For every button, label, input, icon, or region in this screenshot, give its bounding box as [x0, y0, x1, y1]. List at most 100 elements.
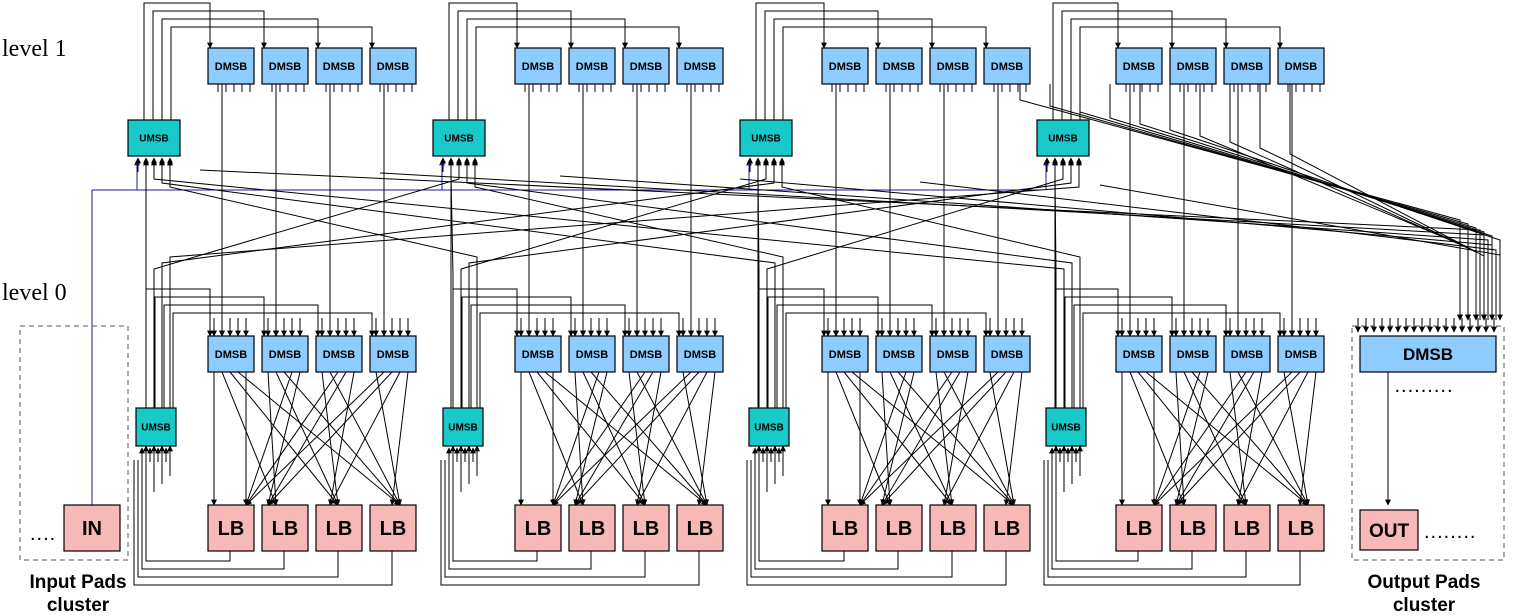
- output-pad-out-label: OUT: [1369, 521, 1410, 542]
- umsb-to-dmsb-l0: [154, 296, 267, 408]
- dmsb-level0: DMSB: [875, 335, 923, 373]
- dmsb-level1-label: DMSB: [215, 61, 247, 73]
- logic-block: LB: [1223, 504, 1271, 552]
- logic-block-rect: [821, 504, 869, 552]
- dmsb-level0-rect: [261, 335, 309, 373]
- logic-block: LB: [929, 504, 977, 552]
- umsb-to-dmsb-l1: [1061, 10, 1175, 120]
- umsb-to-dmsb-l0: [452, 288, 520, 408]
- lb-feedback: [1051, 460, 1193, 570]
- umsb-level0-rect: [442, 407, 484, 447]
- dmsb-level0: DMSB: [1115, 335, 1163, 373]
- dmsb-level1-rect: [1169, 47, 1217, 85]
- output-dmsb-more: .........: [1394, 375, 1453, 397]
- dmsb-to-lb: [851, 371, 1015, 506]
- lb-feedback: [133, 460, 393, 586]
- to-output-wire: [1049, 84, 1471, 321]
- dmsb-level1: DMSB: [568, 47, 616, 85]
- logic-block: LB: [875, 504, 923, 552]
- dmsb-level0-label: DMSB: [1285, 349, 1317, 361]
- umsb-up-cross: [169, 159, 1082, 408]
- output-dmsb-label: DMSB: [1403, 345, 1453, 364]
- dmsb-level1: DMSB: [261, 47, 309, 85]
- level-1-label: level 1: [2, 36, 67, 62]
- logic-block-rect: [875, 504, 923, 552]
- dmsb-level1-rect: [315, 47, 363, 85]
- dmsb-level0-label: DMSB: [829, 349, 861, 361]
- umsb-to-dmsb-l1: [475, 26, 682, 120]
- blocks-layer: DMSBDMSBLBDMSBDMSBLBDMSBDMSBLBDMSBDMSBLB…: [19, 47, 1505, 561]
- dmsb-level0: DMSB: [207, 335, 255, 373]
- dmsb-to-lb: [859, 371, 953, 506]
- logic-block: LB: [207, 504, 255, 552]
- dmsb-level1: DMSB: [676, 47, 724, 85]
- dmsb-level1-label: DMSB: [1231, 61, 1263, 73]
- dmsb-level1-label: DMSB: [522, 61, 554, 73]
- dmsb-to-lb: [328, 371, 355, 506]
- dmsb-level0: DMSB: [1169, 335, 1217, 373]
- dmsb-to-lb: [1237, 371, 1309, 506]
- dmsb-level0-label: DMSB: [522, 349, 554, 361]
- cross-output-wire: [559, 175, 1489, 320]
- output-dmsb: DMSB: [1359, 335, 1497, 373]
- logic-block-rect: [1277, 504, 1325, 552]
- logic-block-rect: [676, 504, 724, 552]
- dmsb-to-lb: [696, 371, 716, 506]
- dmsb-to-lb: [552, 371, 692, 506]
- umsb-level0: UMSB: [1045, 407, 1087, 447]
- umsb-level0-label: UMSB: [754, 423, 783, 434]
- lb-feedback: [145, 460, 231, 562]
- umsb-to-dmsb-l0: [1073, 304, 1229, 408]
- logic-block-rect: [207, 504, 255, 552]
- dmsb-level0-rect: [1223, 335, 1271, 373]
- wires-layer: [91, 2, 1503, 586]
- dmsb-to-lb: [1129, 371, 1185, 506]
- dmsb-level0-rect: [929, 335, 977, 373]
- logic-block: LB: [1277, 504, 1325, 552]
- logic-block-rect: [1115, 504, 1163, 552]
- lb-feedback: [1043, 460, 1301, 586]
- dmsb-level1-label: DMSB: [991, 61, 1023, 73]
- lb-feedback: [452, 460, 538, 562]
- dmsb-to-lb: [1174, 371, 1209, 506]
- dmsb-level1-rect: [821, 47, 869, 85]
- dmsb-to-lb: [266, 371, 301, 506]
- dmsb-to-lb: [1236, 371, 1263, 506]
- dmsb-level1: DMSB: [1223, 47, 1271, 85]
- dmsb-level1: DMSB: [207, 47, 255, 85]
- labels-layer: level 1 level 0 Input Pads cluster Outpu…: [2, 36, 1480, 616]
- umsb-to-dmsb-l0: [1064, 296, 1175, 408]
- dmsb-to-lb: [389, 371, 409, 506]
- dmsb-to-lb: [267, 371, 347, 506]
- umsb-to-dmsb-l1: [143, 2, 213, 120]
- dmsb-level1-label: DMSB: [377, 61, 409, 73]
- umsb-level0: UMSB: [748, 407, 790, 447]
- umsb-to-dmsb-l1: [448, 2, 520, 120]
- logic-block: LB: [514, 504, 562, 552]
- dmsb-level1: DMSB: [983, 47, 1031, 85]
- dmsb-level0: DMSB: [568, 335, 616, 373]
- dmsb-level1-label: DMSB: [576, 61, 608, 73]
- umsb-level1-rect: [127, 119, 181, 157]
- umsb-to-dmsb-l1: [152, 10, 267, 120]
- dmsb-level1-label: DMSB: [1123, 61, 1155, 73]
- input-pads-cluster-label: Input Pads: [29, 572, 126, 593]
- logic-block-rect: [1169, 504, 1217, 552]
- umsb-to-dmsb-l1: [170, 26, 375, 120]
- dmsb-level0-rect: [1115, 335, 1163, 373]
- dmsb-level1: DMSB: [622, 47, 670, 85]
- lb-feedback: [1047, 460, 1247, 578]
- logic-block-label: LB: [687, 518, 714, 540]
- umsb-level1-label: UMSB: [1048, 134, 1077, 145]
- to-output-wire: [1109, 84, 1487, 321]
- dmsb-level0-label: DMSB: [323, 349, 355, 361]
- umsb-level1: UMSB: [739, 119, 793, 157]
- dmsb-level1-label: DMSB: [269, 61, 301, 73]
- dmsb-level0-label: DMSB: [1231, 349, 1263, 361]
- umsb-to-dmsb-l1: [1052, 2, 1121, 120]
- dmsb-level1-rect: [929, 47, 977, 85]
- dmsb-to-lb: [943, 371, 1015, 506]
- umsb-up-cross: [167, 159, 478, 408]
- input-pads-cluster-label-2: cluster: [47, 595, 110, 616]
- dmsb-level0-rect: [875, 335, 923, 373]
